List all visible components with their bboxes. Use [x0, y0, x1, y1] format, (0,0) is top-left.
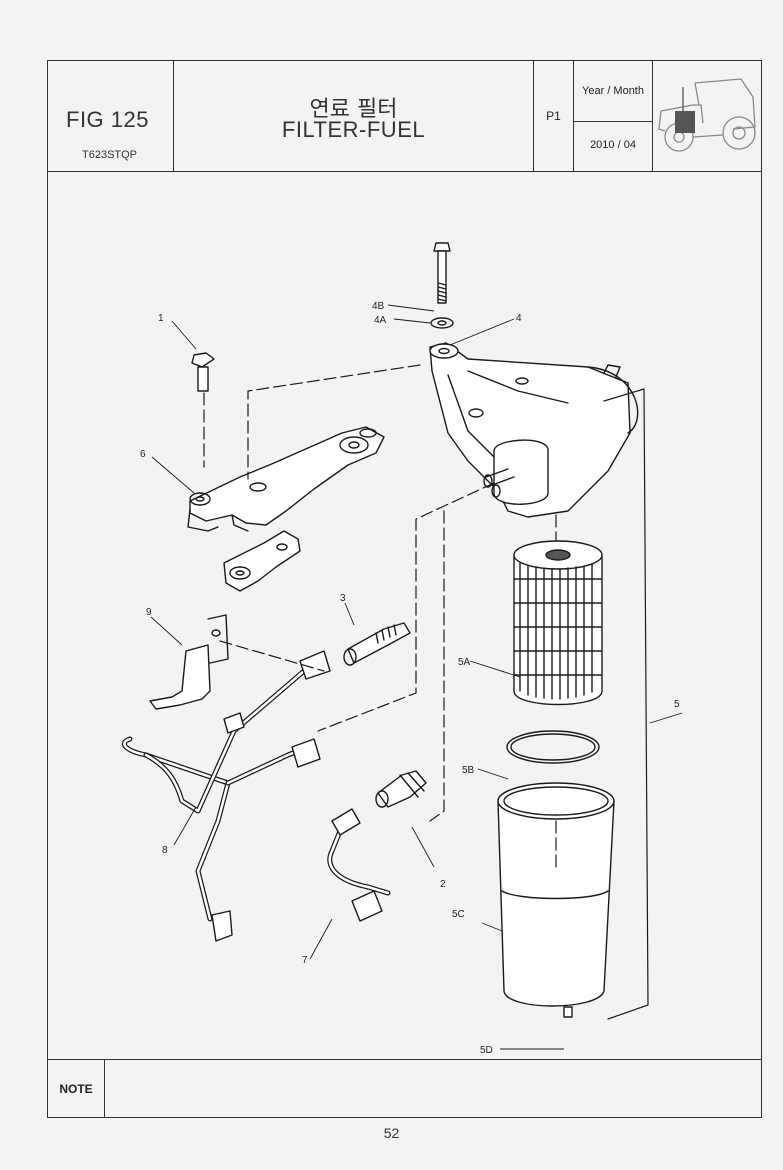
title-english: FILTER-FUEL	[281, 117, 426, 142]
year-month-value: 2010 / 04	[590, 139, 636, 151]
callout-6: 6	[140, 449, 146, 460]
bolt-1-part	[191, 352, 215, 392]
tractor-icon-cell	[653, 61, 761, 171]
callout-8: 8	[162, 845, 168, 856]
filter-element-5a-part	[513, 540, 603, 706]
callout-9: 9	[146, 607, 152, 618]
callout-5d: 5D	[480, 1045, 493, 1056]
header-table: FIG 125 T623STQP 연료 필터 FILTER-FUEL P1 Ye…	[48, 61, 761, 172]
callout-5c: 5C	[452, 909, 465, 920]
connector-3-part	[343, 622, 411, 666]
note-row: NOTE	[48, 1059, 761, 1118]
group-bracket-5	[603, 388, 649, 1020]
date-cell: Year / Month 2010 / 04	[574, 61, 653, 171]
tractor-icon	[658, 78, 756, 152]
fig-number: FIG 125	[66, 107, 149, 132]
model-code: T623STQP	[82, 149, 138, 161]
oring-5b-part	[506, 730, 600, 764]
page-number: 52	[383, 1125, 400, 1141]
page-ref: P1	[546, 109, 561, 123]
date-divider	[574, 121, 652, 122]
fuel-filter-location-marker	[675, 111, 695, 133]
callout-4: 4	[516, 313, 522, 324]
title-korean: 연료 필터	[309, 97, 398, 122]
title-cell: 연료 필터 FILTER-FUEL	[174, 61, 534, 171]
washer-4a-part	[430, 317, 454, 329]
bracket-6-part	[187, 426, 385, 592]
bowl-5c-part	[497, 782, 615, 1018]
callout-4b: 4B	[372, 301, 385, 312]
callout-1: 1	[158, 313, 164, 324]
callout-2: 2	[440, 879, 446, 890]
year-month-label: Year / Month	[582, 85, 644, 97]
connector-2-part	[375, 770, 427, 808]
harness-8-part	[122, 650, 331, 942]
callout-7: 7	[302, 955, 308, 966]
clip-9-part	[149, 614, 229, 710]
parts-page-frame: FIG 125 T623STQP 연료 필터 FILTER-FUEL P1 Ye…	[47, 60, 762, 1118]
callout-4a: 4A	[374, 315, 387, 326]
callout-5a: 5A	[458, 657, 471, 668]
assembly-lines	[203, 364, 557, 872]
fig-cell: FIG 125 T623STQP	[48, 61, 174, 171]
filter-head-part	[429, 342, 639, 518]
note-label: NOTE	[48, 1060, 105, 1118]
callout-5b: 5B	[462, 765, 475, 776]
page-ref-cell: P1	[534, 61, 574, 171]
exploded-parts-diagram: 4B 4A 4 1 6 9 3 5A 5 5B 5C 2 8 7 5D	[122, 242, 683, 1056]
hose-7-part	[327, 808, 391, 922]
bolt-4b-part	[433, 242, 451, 304]
callout-3: 3	[340, 593, 346, 604]
callout-5: 5	[674, 699, 680, 710]
